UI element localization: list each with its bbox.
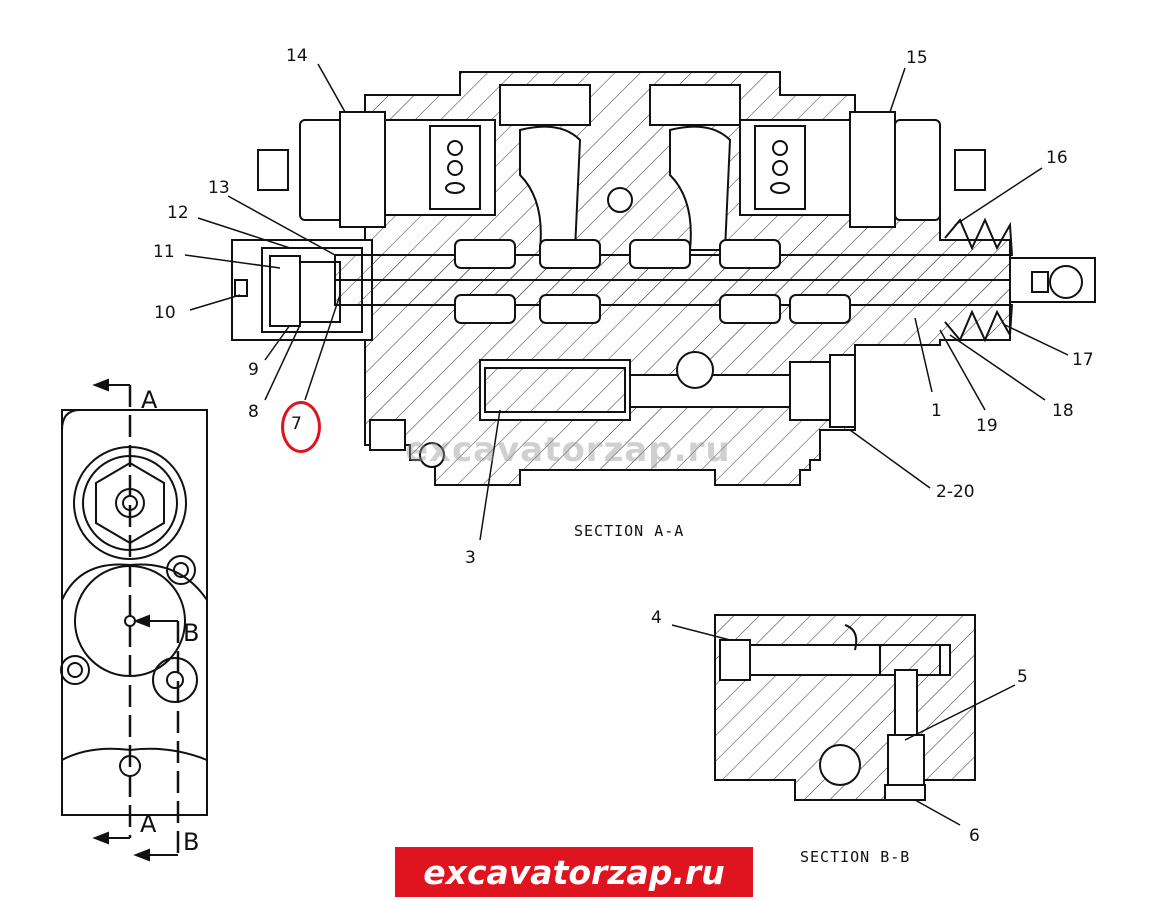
label-18: 18 xyxy=(1052,401,1074,421)
label-2-20: 2-20 xyxy=(936,482,975,502)
section-aa-title: SECTION A-A xyxy=(574,522,685,540)
label-16: 16 xyxy=(1046,148,1068,168)
section-bb-drawing xyxy=(714,614,976,801)
label-13: 13 xyxy=(208,178,230,198)
marker-a-top: A xyxy=(141,386,158,414)
label-15: 15 xyxy=(906,48,928,68)
highlight-circle-7 xyxy=(281,401,321,453)
watermark: excavatorzap.ru xyxy=(405,430,731,470)
label-12: 12 xyxy=(167,203,189,223)
section-aa-drawing xyxy=(231,71,1096,486)
section-cut-lines xyxy=(128,385,180,855)
label-4: 4 xyxy=(651,608,662,628)
marker-b-bottom: B xyxy=(183,828,200,856)
label-9: 9 xyxy=(248,360,259,380)
label-1: 1 xyxy=(931,401,942,421)
section-bb-title: SECTION B-B xyxy=(800,848,911,866)
marker-b-mid: B xyxy=(183,619,200,647)
section-arrows xyxy=(92,378,178,862)
brand-banner: excavatorzap.ru xyxy=(395,847,753,897)
label-14: 14 xyxy=(286,46,308,66)
label-11: 11 xyxy=(153,242,175,262)
label-3: 3 xyxy=(465,548,476,568)
marker-a-bottom: A xyxy=(140,810,157,838)
label-19: 19 xyxy=(976,416,998,436)
label-10: 10 xyxy=(154,303,176,323)
label-17: 17 xyxy=(1072,350,1094,370)
label-6: 6 xyxy=(969,826,980,846)
leader-lines xyxy=(184,63,1069,826)
label-8: 8 xyxy=(248,402,259,422)
label-5: 5 xyxy=(1017,667,1028,687)
side-view-drawing xyxy=(60,409,208,816)
